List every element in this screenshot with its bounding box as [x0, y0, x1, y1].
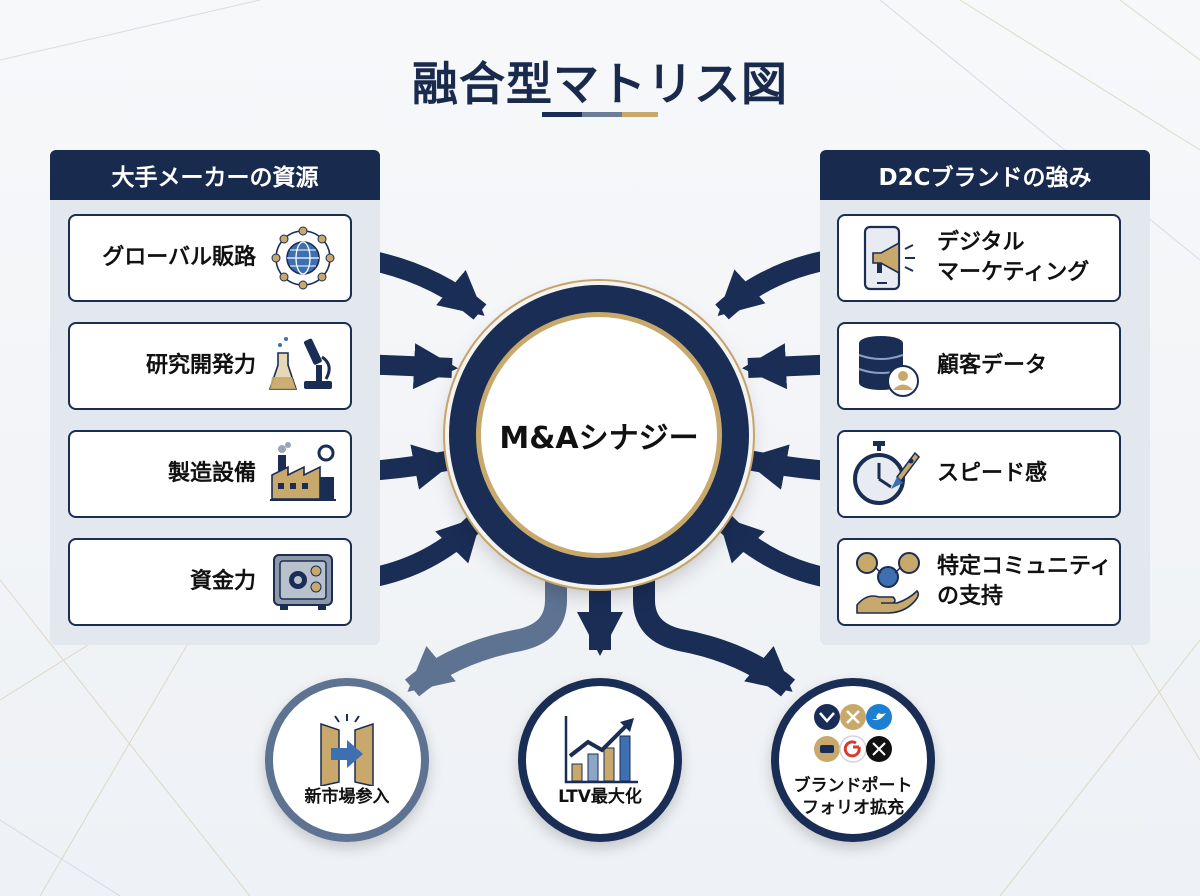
card-label-line2: マーケティング	[937, 260, 1090, 285]
card-global-sales: グローバル販路	[68, 214, 352, 302]
outcome-new-market: 新市場参入	[265, 678, 429, 842]
card-label: デジタル マーケティング	[937, 228, 1089, 288]
card-label: 顧客データ	[937, 351, 1047, 381]
brand-logos-icon	[814, 704, 892, 763]
card-label-line1: 特定コミュニティ	[937, 554, 1112, 579]
card-label-line1: 顧客データ	[937, 353, 1048, 378]
synergy-hub: M&Aシナジー	[449, 285, 749, 585]
title-underline-navy	[542, 112, 582, 117]
outcome-label-line1: LTV最大化	[558, 787, 642, 807]
factory-icon	[270, 442, 336, 501]
card-factory: 製造設備	[68, 430, 352, 518]
right-panel-d2c-strengths: D2Cブランドの強み デジタル マーケティング	[820, 150, 1150, 645]
globe-network-icon	[271, 226, 335, 290]
card-label: 資金力	[189, 569, 256, 594]
outcome-label-line1: ブランドポート	[793, 776, 913, 796]
outcome-label: 新市場参入	[305, 786, 390, 808]
outcome-label: ブランドポート フォリオ拡充	[794, 775, 913, 819]
card-label: グローバル販路	[102, 245, 256, 270]
outcome-label: LTV最大化	[558, 786, 642, 808]
arrow-to-new-market	[404, 560, 567, 697]
card-label-line1: スピード感	[937, 461, 1048, 486]
left-panel-header: 大手メーカーの資源	[50, 150, 380, 200]
card-rnd: 研究開発力	[68, 322, 352, 410]
arrow-to-portfolio	[633, 560, 796, 697]
outcome-brand-portfolio: ブランドポート フォリオ拡充	[771, 678, 935, 842]
page-title: 融合型マトリス図	[412, 57, 788, 111]
right-panel-header: D2Cブランドの強み	[820, 150, 1150, 200]
outcome-ltv-max: LTV最大化	[518, 678, 682, 842]
card-customer-data: 顧客データ	[837, 322, 1121, 410]
title-underline-gold	[622, 112, 658, 117]
outcome-label-line1: 新市場参入	[304, 787, 390, 807]
card-digital-marketing: デジタル マーケティング	[837, 214, 1121, 302]
card-capital: 資金力	[68, 538, 352, 626]
growth-chart-icon	[564, 716, 638, 784]
microscope-flask-icon	[268, 337, 332, 390]
synergy-hub-label: M&Aシナジー	[476, 312, 722, 558]
community-hand-icon	[856, 552, 920, 614]
door-arrow-icon	[320, 714, 374, 786]
card-label: 研究開発力	[145, 353, 256, 378]
card-label: スピード感	[937, 459, 1047, 489]
card-speed: スピード感	[837, 430, 1121, 518]
card-community: 特定コミュニティ の支持	[837, 538, 1121, 626]
left-panel-manufacturer-resources: 大手メーカーの資源 グローバル販路 研究開発力	[50, 150, 380, 645]
card-label: 製造設備	[167, 461, 256, 486]
phone-megaphone-icon	[863, 225, 915, 291]
title-underline-slate	[582, 112, 622, 117]
card-label-line2: の支持	[937, 584, 1004, 609]
safe-icon	[273, 554, 333, 610]
card-label: 特定コミュニティ の支持	[937, 552, 1112, 612]
database-user-icon	[858, 336, 919, 397]
card-label-line1: デジタル	[937, 230, 1025, 255]
stopwatch-rocket-icon	[853, 441, 920, 505]
outcome-label-line2: フォリオ拡充	[802, 798, 904, 818]
